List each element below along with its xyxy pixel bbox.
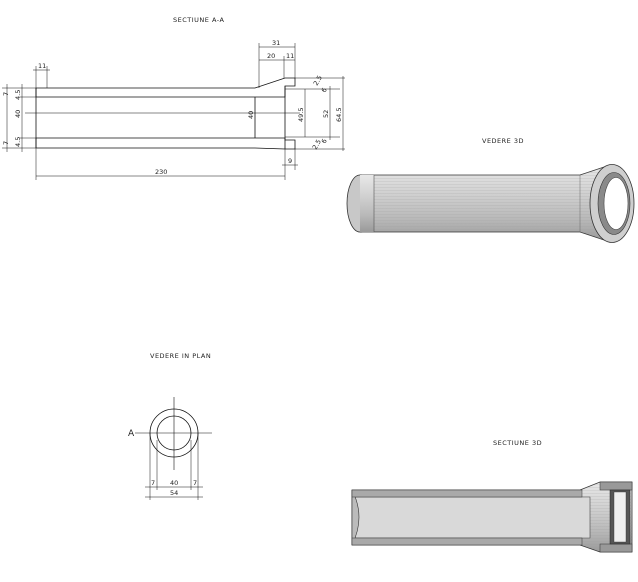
dim-bell-taper: 20 xyxy=(267,52,275,60)
section-aa-drawing: 230 31 20 11 11 9 7 4.5 40 7 4.5 40 xyxy=(2,39,345,180)
plan-dim-wall-right: 7 xyxy=(193,479,197,487)
dim-bell-wall-bottom-2: 6 xyxy=(320,137,329,145)
plan-dim-outer-diameter: 54 xyxy=(170,489,178,497)
dim-wall-left-top-inner: 4.5 xyxy=(14,90,22,100)
dim-bell-wall-top-2: 6 xyxy=(320,86,329,94)
title-section-aa: SECTIUNE A-A xyxy=(173,16,224,24)
dim-socket-outer: 52 xyxy=(322,110,330,118)
section-mark-a: A xyxy=(128,429,135,439)
dim-bell-length: 31 xyxy=(272,39,280,47)
dim-total-length: 230 xyxy=(155,168,167,176)
dim-bell-wall-top: 2.5 xyxy=(312,74,324,87)
pipe-wall-bottom xyxy=(35,137,296,150)
dim-inner-diameter-mid: 40 xyxy=(247,111,255,119)
pipe-3d-view xyxy=(346,164,635,243)
plan-view-drawing: A 7 40 7 54 xyxy=(128,397,212,500)
dim-wall-left-bottom: 7 xyxy=(2,141,10,145)
plan-dim-wall-left: 7 xyxy=(151,479,155,487)
pipe-section-3d xyxy=(351,481,633,553)
title-plan-view: VEDERE IN PLAN xyxy=(150,352,211,360)
dim-bell-end: 11 xyxy=(286,52,294,60)
dim-bell-outer: 64.5 xyxy=(335,108,343,122)
dim-wall-left-bottom-inner: 4.5 xyxy=(14,137,22,147)
dim-inner-diameter-left: 40 xyxy=(14,110,22,118)
title-view-3d: VEDERE 3D xyxy=(482,137,524,145)
pipe-wall-top xyxy=(35,77,296,98)
dim-wall-left-top: 7 xyxy=(2,92,10,96)
title-section-3d: SECTIUNE 3D xyxy=(493,439,542,447)
plan-dim-inner-diameter: 40 xyxy=(170,479,178,487)
dim-spigot-end: 11 xyxy=(38,62,46,70)
dim-socket-depth: 9 xyxy=(288,157,292,165)
dim-socket-diameter: 49.5 xyxy=(297,108,305,122)
